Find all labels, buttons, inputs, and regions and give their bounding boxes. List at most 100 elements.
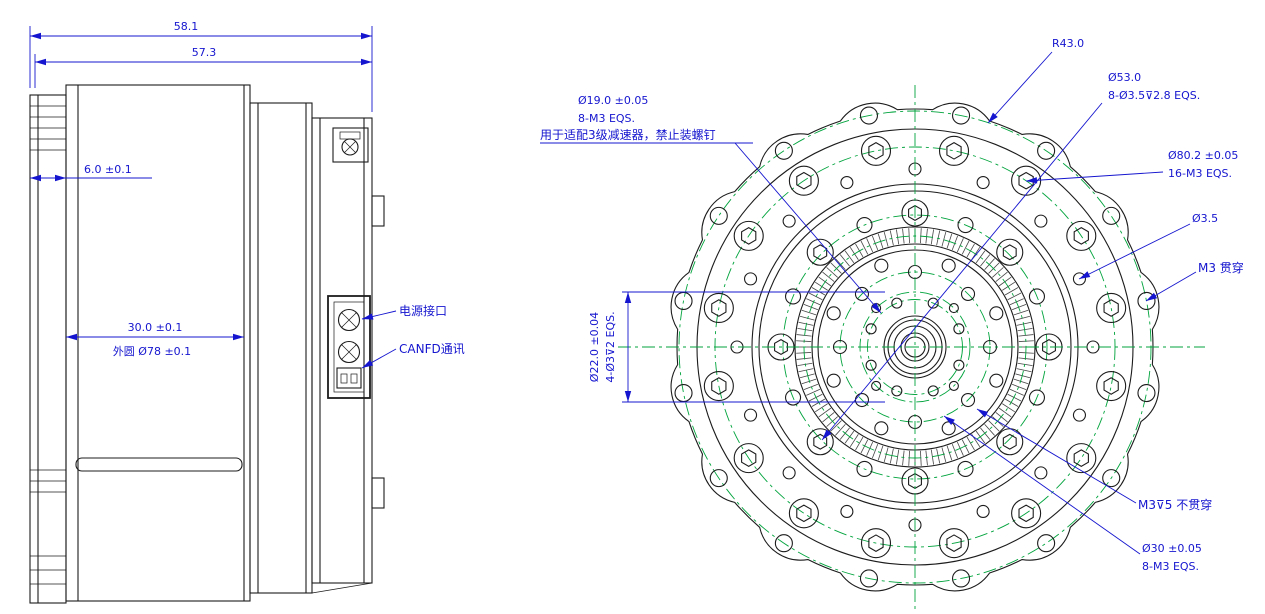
outer-hex-screw (733, 220, 764, 251)
gear-tooth (799, 373, 815, 379)
flange-lobe-hole (1137, 291, 1156, 311)
arrowhead (1079, 271, 1091, 279)
d53-counterbore-hole (957, 216, 974, 234)
d19-m3-hole (953, 359, 965, 371)
edge-line (311, 582, 373, 594)
flange-lobe-hole (1137, 383, 1156, 403)
hex-socket (1002, 244, 1017, 261)
side-view-annotations: 58.1 57.3 6.0 ±0.1 30.0 ±0.1 外圆 Ø78 ±0.1… (84, 20, 465, 358)
gear-tooth (803, 383, 819, 391)
hex-socket (796, 171, 812, 190)
d53-counterbore-hole (784, 389, 802, 406)
arrowhead (35, 58, 46, 66)
arrowhead (30, 174, 41, 182)
mid-hole (874, 258, 889, 273)
gear-tooth (1016, 368, 1032, 373)
gear-tooth (1011, 383, 1027, 391)
front-view-annotations: R43.0 Ø53.0 8-Ø3.5⊽2.8 EQS. Ø19.0 ±0.05 … (540, 37, 1244, 573)
gear-tooth (808, 292, 823, 301)
flange-lobe-hole (674, 383, 693, 403)
d80-leader (1025, 171, 1164, 182)
gear-tooth (877, 445, 884, 461)
power-connector-pin (337, 308, 361, 332)
hex-socket (1018, 171, 1034, 190)
hex-socket (741, 227, 757, 245)
gear-tooth (902, 450, 905, 466)
side-view-geometry (29, 84, 385, 604)
gear-tooth (1018, 352, 1034, 354)
hex-socket (1018, 504, 1034, 523)
gear-tooth (818, 407, 832, 418)
gear-tooth (883, 231, 889, 247)
flange-lobe-hole (1037, 141, 1056, 160)
outer-hex-screw (938, 528, 970, 559)
arrowhead (361, 58, 372, 66)
arrowhead (233, 333, 244, 341)
mid-hex-screw (806, 238, 834, 266)
hex-socket (711, 377, 727, 395)
front-view-geometry (618, 85, 1205, 612)
gear-tooth (995, 412, 1008, 423)
outer-hex-screw (860, 135, 892, 166)
gear-tooth (1011, 303, 1027, 311)
gear-tooth (941, 447, 947, 463)
gear-tooth (1018, 334, 1034, 337)
gear-tooth (980, 254, 991, 267)
mid-hole (826, 373, 841, 388)
hex-socket (711, 299, 727, 317)
label-power-connector: 电源接口 (399, 303, 447, 318)
tab (371, 477, 385, 509)
dim-outer-circle: 外圆 Ø78 ±0.1 (113, 345, 191, 358)
d53-counterbore-hole (1028, 288, 1046, 305)
gear-tooth (895, 229, 900, 245)
mid-hex-screw (996, 238, 1024, 266)
hex-socket (1002, 433, 1017, 450)
callout-r43: R43.0 (1052, 37, 1084, 50)
gear-tooth (966, 436, 975, 451)
bracket-screw (341, 138, 359, 156)
outer-hex-screw (703, 370, 734, 402)
edge-line (344, 141, 356, 153)
callout-d19-line2: 8-M3 EQS. (578, 112, 635, 125)
gear-tooth (1007, 393, 1022, 402)
gear-tooth (799, 315, 815, 321)
gear-tooth (1007, 292, 1022, 301)
d22-d3-hole (948, 303, 959, 314)
connector-inner (333, 301, 365, 393)
gear-tooth (830, 262, 842, 274)
gear-tooth (835, 258, 846, 270)
gear-tooth (818, 276, 832, 287)
gear-tooth (811, 287, 826, 296)
dim-flange-thickness: 6.0 ±0.1 (84, 163, 132, 176)
d53-counterbore-hole (1028, 389, 1046, 406)
gear-tooth (895, 449, 900, 465)
gear-tooth (860, 439, 869, 454)
gear-tooth (826, 416, 838, 427)
gear-tooth (871, 443, 879, 459)
flange-lobe-hole (709, 469, 728, 488)
d53-counterbore-hole (856, 460, 873, 478)
housing-slot (75, 457, 243, 472)
gear-tooth (801, 378, 817, 385)
flange-lobe-hole (709, 206, 728, 225)
gear-tooth (956, 238, 964, 253)
gear-tooth (920, 450, 922, 466)
gear-tooth (1013, 309, 1029, 316)
outer-scalloped-flange (670, 102, 1160, 592)
arrowhead (977, 409, 989, 418)
mid-hex-screw (996, 428, 1024, 456)
flange-lobe-hole (951, 106, 971, 125)
callout-m3-blind: M3⊽5 不贯穿 (1138, 497, 1212, 512)
mid-hex-screw (806, 428, 834, 456)
bolt-circle (782, 214, 1048, 480)
hex-socket (1042, 338, 1056, 356)
tab (371, 195, 385, 227)
flange-lobe-hole (774, 141, 793, 160)
rear-cap (311, 117, 373, 584)
clearance-hole (1072, 272, 1087, 286)
callout-d3-5: Ø3.5 (1192, 212, 1218, 225)
d19-leader (734, 142, 882, 314)
gear-tooth (871, 235, 879, 251)
gear-tooth (1015, 315, 1031, 321)
